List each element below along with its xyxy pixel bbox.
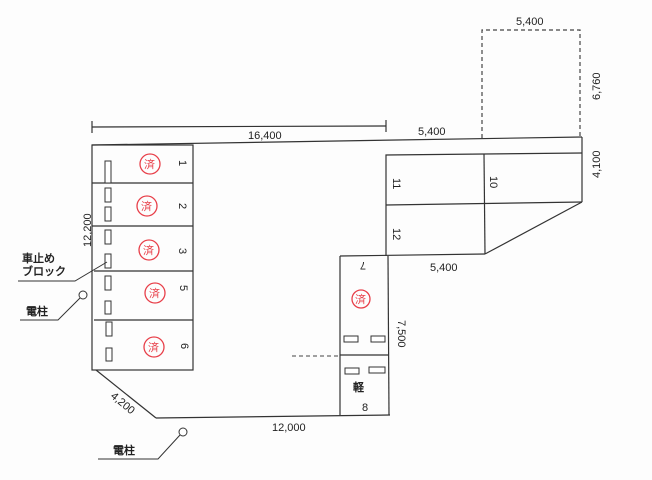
lot-7-8 (292, 255, 390, 416)
kei-label: 軽 (353, 380, 365, 394)
dim-mid-width: 5,400 (430, 262, 458, 274)
svg-text:済: 済 (355, 292, 366, 306)
lot-number: 5 (177, 285, 189, 291)
lot-2: 済 2 (136, 195, 188, 217)
sold-stamp: 済 (136, 195, 158, 217)
lot-5: 済 5 (144, 282, 189, 304)
wheel-stop-label: 車止め (22, 251, 55, 265)
dim-top-total: 16,400 (248, 130, 282, 142)
dim-top-mid: 5,400 (418, 126, 446, 138)
dim-dashed-width: 5,400 (516, 16, 544, 28)
utility-pole-2: 電柱 (98, 427, 188, 460)
lot-number: 6 (178, 343, 190, 349)
lot-11-number: 11 (390, 178, 402, 189)
sold-stamp: 済 (138, 239, 160, 261)
lot-number: 2 (176, 203, 188, 209)
svg-text:済: 済 (148, 340, 159, 354)
svg-text:済: 済 (144, 157, 155, 171)
lot-6: 済 6 (143, 336, 190, 358)
lot-8-number: 8 (362, 402, 368, 414)
dim-bottom: 12,000 (272, 422, 306, 434)
dim-lot7-height: 7,500 (395, 320, 407, 348)
sold-stamp: 済 (351, 289, 371, 309)
utility-pole-label: 電柱 (113, 443, 135, 457)
lot-7-number: 7 (360, 259, 366, 271)
utility-pole-label: 電柱 (26, 304, 48, 318)
dim-dashed-height: 6,760 (591, 72, 603, 100)
lot-number: 3 (176, 248, 188, 254)
sold-stamp: 済 (139, 153, 161, 175)
svg-text:済: 済 (143, 243, 154, 257)
lot-12-number: 12 (390, 228, 402, 240)
sold-stamp: 済 (143, 336, 165, 358)
dim-left-height: 12,200 (82, 213, 94, 247)
wheel-stop-callout: 車止め ブロック (18, 251, 108, 282)
svg-text:済: 済 (149, 286, 160, 300)
dimension-16400: 16,400 (91, 120, 387, 142)
wheel-stop-label: ブロック (22, 264, 66, 278)
dim-diagonal: 4,200 (108, 390, 137, 417)
lot-number: 1 (176, 160, 188, 166)
lot-3: 済 3 (138, 239, 188, 261)
site-boundary (91, 136, 583, 419)
dim-right-height: 4,100 (591, 150, 603, 178)
dashed-area: 5,400 6,760 (481, 16, 603, 138)
lot-1: 済 1 (139, 153, 188, 175)
right-lots (339, 152, 583, 257)
left-lots (91, 144, 194, 371)
lot-10-number: 10 (487, 176, 499, 188)
utility-pole-1: 電柱 (20, 290, 88, 321)
svg-text:済: 済 (141, 199, 152, 213)
sold-stamp: 済 (144, 282, 166, 304)
